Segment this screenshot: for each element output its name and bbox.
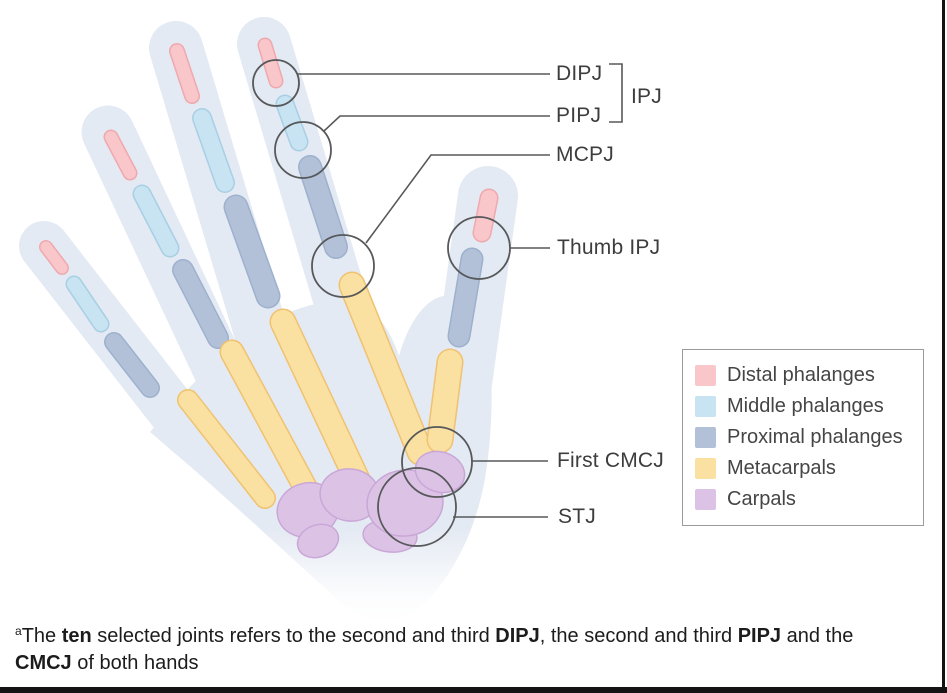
legend-label: Middle phalanges [727, 395, 884, 417]
legend-label: Proximal phalanges [727, 426, 903, 448]
legend-row: Metacarpals [695, 453, 911, 484]
footnote: aThe ten selected joints refers to the s… [15, 618, 935, 677]
carpal-bones [276, 450, 466, 559]
footnote-line-2: CMCJ of both hands [15, 652, 199, 674]
legend-swatch-proximal [695, 427, 716, 448]
footnote-marker: a [15, 624, 22, 638]
legend-label: Distal phalanges [727, 364, 875, 386]
wrist-fade [150, 528, 560, 628]
label-stj: STJ [558, 505, 596, 528]
leader-pipj [323, 115, 550, 132]
leader-mcpj [365, 154, 550, 244]
leader-lines [297, 63, 623, 518]
label-dipj: DIPJ [556, 62, 603, 85]
label-mcpj: MCPJ [556, 143, 614, 166]
label-thumb-ipj: Thumb IPJ [557, 236, 661, 259]
label-pipj: PIPJ [556, 104, 602, 127]
label-ipj: IPJ [631, 85, 662, 108]
joint-circle-first-cmcj [401, 426, 473, 498]
page-border-bottom [0, 687, 947, 693]
footnote-line-1: aThe ten selected joints refers to the s… [15, 624, 854, 647]
legend-swatch-middle [695, 396, 716, 417]
legend-row: Proximal phalanges [695, 422, 911, 453]
label-first-cmcj: First CMCJ [557, 449, 664, 472]
legend-swatch-metacarpals [695, 458, 716, 479]
ipj-bracket [609, 63, 623, 123]
joint-circle-mcpj [311, 234, 375, 298]
page-border-right [942, 0, 945, 693]
legend-row: Carpals [695, 484, 911, 515]
legend-row: Distal phalanges [695, 360, 911, 391]
joint-circle-dipj [252, 59, 300, 107]
legend-label: Carpals [727, 488, 796, 510]
joint-circle-stj [377, 467, 457, 547]
legend-swatch-carpals [695, 489, 716, 510]
legend-row: Middle phalanges [695, 391, 911, 422]
legend-box: Distal phalanges Middle phalanges Proxim… [682, 349, 924, 526]
joint-circle-pipj [274, 121, 332, 179]
legend-swatch-distal [695, 365, 716, 386]
legend-label: Metacarpals [727, 457, 836, 479]
